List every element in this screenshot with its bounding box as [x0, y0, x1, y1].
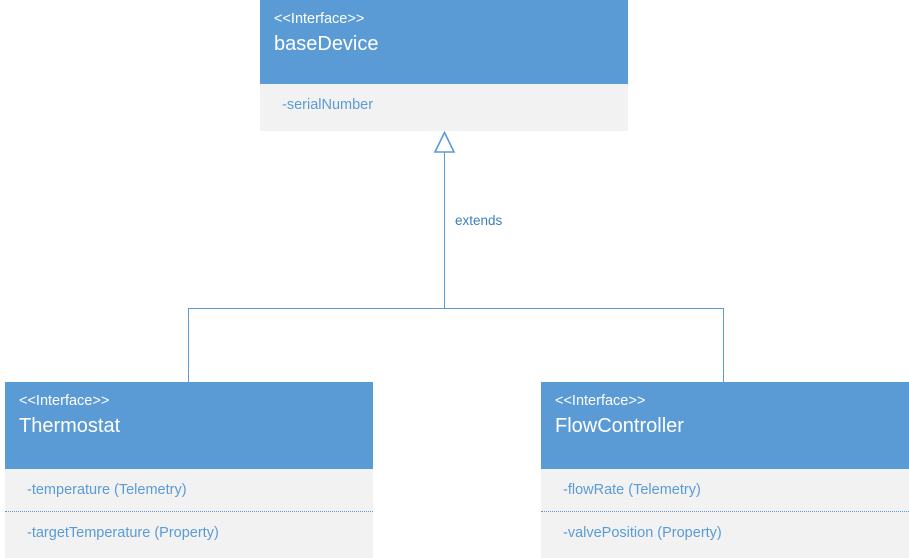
class-attribute: -flowRate (Telemetry) [563, 482, 701, 498]
class-header-base-device: <<Interface>> baseDevice [260, 0, 628, 84]
connector-trunk [444, 152, 445, 309]
class-stereotype: <<Interface>> [19, 393, 110, 409]
class-attribute: -targetTemperature (Property) [5, 511, 373, 554]
class-box-flow-controller[interactable]: <<Interface>> FlowController -flowRate (… [541, 382, 909, 558]
connector-drop-flow-controller [723, 308, 724, 382]
class-name: FlowController [555, 415, 684, 437]
class-box-base-device[interactable]: <<Interface>> baseDevice -serialNumber [260, 0, 628, 131]
class-box-thermostat[interactable]: <<Interface>> Thermostat -temperature (T… [5, 382, 373, 558]
class-name: Thermostat [19, 415, 121, 437]
generalization-arrow-icon [433, 131, 456, 153]
class-header-flow-controller: <<Interface>> FlowController [541, 382, 909, 469]
class-name: baseDevice [274, 33, 379, 55]
class-attribute: -valvePosition (Property) [541, 511, 909, 554]
connector-horizontal-bar [188, 308, 724, 309]
relationship-label-extends: extends [455, 213, 503, 228]
class-header-thermostat: <<Interface>> Thermostat [5, 382, 373, 469]
class-attribute: -temperature (Telemetry) [27, 482, 187, 498]
class-stereotype: <<Interface>> [555, 393, 646, 409]
connector-drop-thermostat [188, 308, 189, 382]
class-stereotype: <<Interface>> [274, 11, 365, 27]
class-attribute: -serialNumber [282, 97, 374, 113]
class-attributes-base-device: -serialNumber [260, 84, 628, 131]
class-attributes-flow-controller: -flowRate (Telemetry) -valvePosition (Pr… [541, 469, 909, 558]
class-attributes-thermostat: -temperature (Telemetry) -targetTemperat… [5, 469, 373, 558]
